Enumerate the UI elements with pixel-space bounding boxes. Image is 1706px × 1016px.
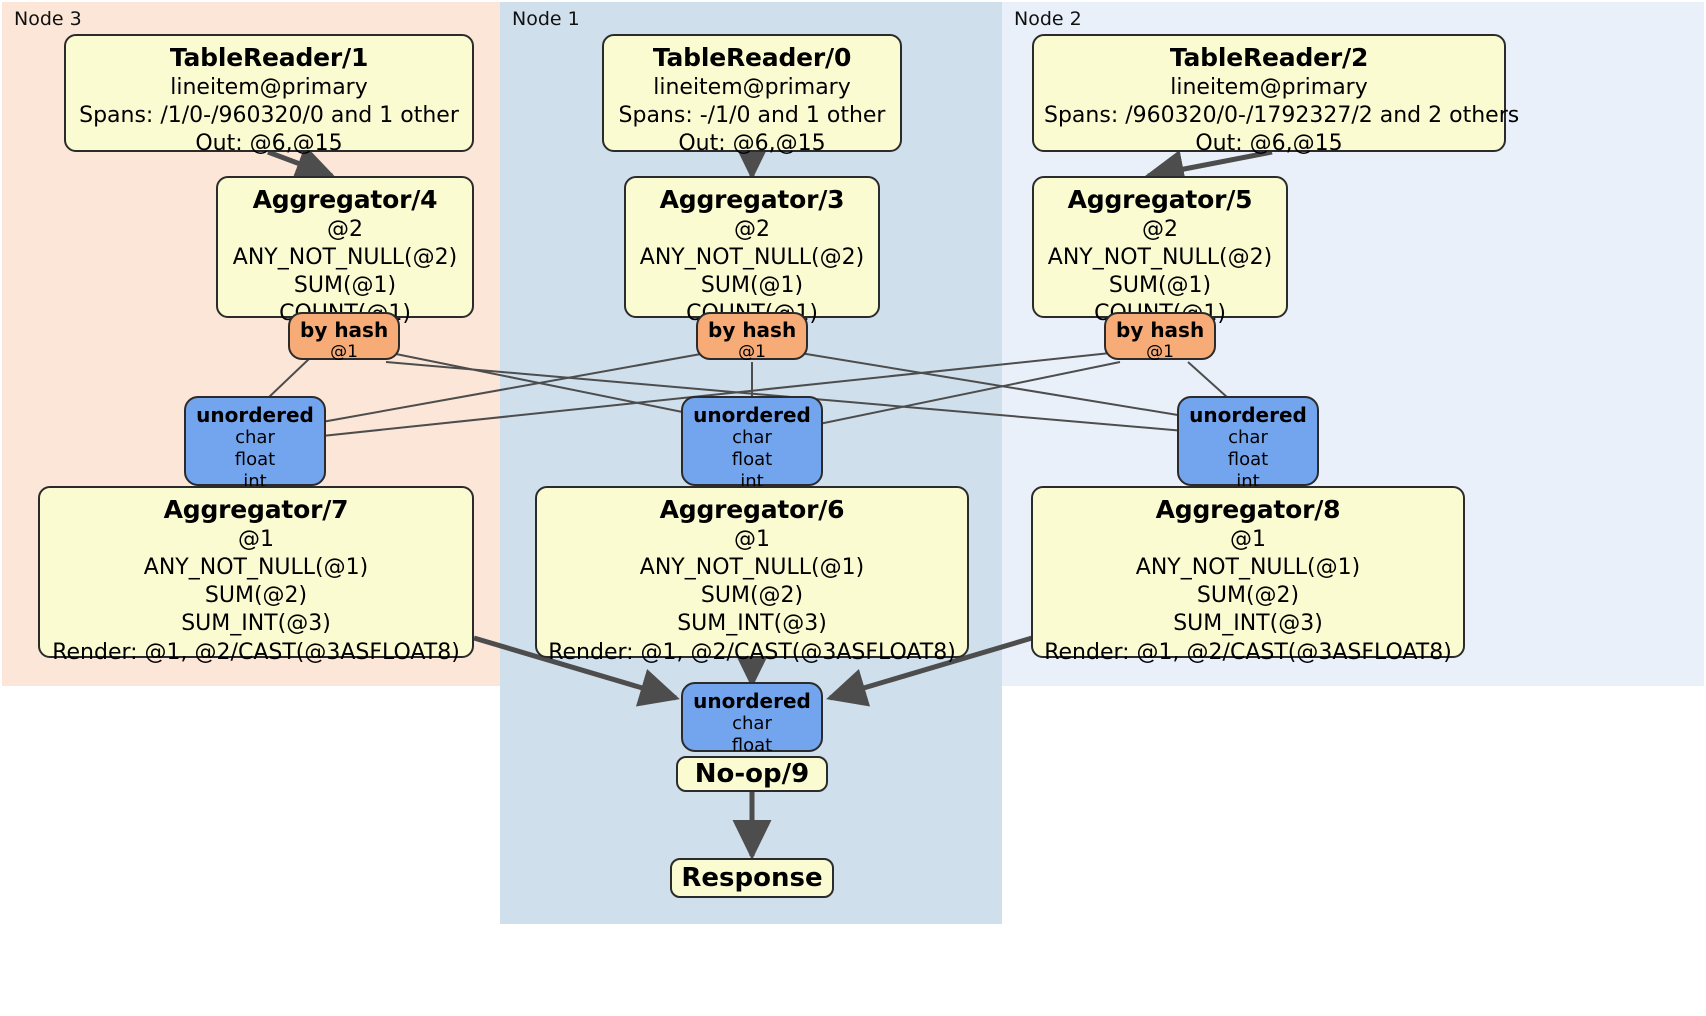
tablereader-1-line-1: Spans: /1/0-/960320/0 and 1 other [79,103,459,129]
tablereader-0-title: TableReader/0 [652,43,852,72]
router-node-3-sub: @1 [330,342,358,362]
processor-aggregator-3[interactable]: Aggregator/3 @2 ANY_NOT_NULL(@2) SUM(@1)… [624,176,880,326]
router-node-2-sub: @1 [1146,342,1174,362]
unordered-node-2-type-1: float [1227,449,1269,471]
aggregator-7-line-0: @1 [238,527,274,552]
panel-node-2-label: Node 2 [1014,8,1082,30]
panel-node-3-label: Node 3 [14,8,82,30]
processor-aggregator-7[interactable]: Aggregator/7 @1 ANY_NOT_NULL(@1) SUM(@2)… [38,486,474,665]
tablereader-1-line-0: lineitem@primary [170,75,368,100]
unordered-node-3-title: unordered [196,403,314,427]
no-op-9-label: No-op/9 [694,759,810,789]
unordered-final-type-0: char [732,713,772,735]
aggregator-8-line-3: SUM_INT(@3) [1173,611,1323,637]
aggregator-6-line-4: Render: @1, @2/CAST(@3ASFLOAT8) [548,639,956,665]
aggregator-7-line-3: SUM_INT(@3) [181,611,331,637]
processor-aggregator-4[interactable]: Aggregator/4 @2 ANY_NOT_NULL(@2) SUM(@1)… [216,176,474,326]
aggregator-8-title: Aggregator/8 [1155,495,1341,524]
aggregator-8-line-0: @1 [1230,527,1266,552]
tablereader-1-title: TableReader/1 [169,43,369,72]
aggregator-7-line-1: ANY_NOT_NULL(@1) [143,555,369,581]
tablereader-2-line-1: Spans: /960320/0-/1792327/2 and 2 others [1044,103,1520,129]
aggregator-3-line-2: SUM(@1) [700,273,804,299]
router-by-hash-node-3[interactable]: by hash @1 [288,312,400,362]
aggregator-7-line-2: SUM(@2) [204,583,308,609]
response-label: Response [681,863,823,893]
aggregator-7-title: Aggregator/7 [163,495,349,524]
aggregator-4-line-0: @2 [327,217,363,242]
aggregator-8-line-1: ANY_NOT_NULL(@1) [1135,555,1361,581]
unordered-node-2-type-0: char [1228,427,1268,449]
processor-tablereader-0[interactable]: TableReader/0 lineitem@primary Spans: -/… [602,34,902,156]
unordered-node-1-type-0: char [732,427,772,449]
tablereader-0-line-1: Spans: -/1/0 and 1 other [618,103,886,129]
aggregator-5-line-2: SUM(@1) [1108,273,1212,299]
tablereader-1-line-2: Out: @6,@15 [195,131,343,157]
aggregator-3-title: Aggregator/3 [659,185,845,214]
processor-aggregator-6[interactable]: Aggregator/6 @1 ANY_NOT_NULL(@1) SUM(@2)… [535,486,969,665]
unordered-final-type-1: float [731,735,773,757]
router-by-hash-node-2[interactable]: by hash @1 [1104,312,1216,362]
aggregator-5-line-1: ANY_NOT_NULL(@2) [1047,245,1273,271]
router-by-hash-node-1[interactable]: by hash @1 [696,312,808,362]
aggregator-5-title: Aggregator/5 [1067,185,1253,214]
aggregator-6-line-3: SUM_INT(@3) [677,611,827,637]
unordered-node-3-type-1: float [234,449,276,471]
unordered-node-3-type-0: char [235,427,275,449]
tablereader-0-line-2: Out: @6,@15 [678,131,826,157]
router-node-1-title: by hash [708,318,797,342]
aggregator-6-line-0: @1 [734,527,770,552]
processor-no-op-9[interactable]: No-op/9 [676,756,828,792]
processor-aggregator-5[interactable]: Aggregator/5 @2 ANY_NOT_NULL(@2) SUM(@1)… [1032,176,1288,326]
response-node[interactable]: Response [670,858,834,898]
tablereader-2-title: TableReader/2 [1169,43,1369,72]
aggregator-6-line-1: ANY_NOT_NULL(@1) [639,555,865,581]
processor-aggregator-8[interactable]: Aggregator/8 @1 ANY_NOT_NULL(@1) SUM(@2)… [1031,486,1465,665]
tablereader-2-line-2: Out: @6,@15 [1195,131,1343,157]
aggregator-3-line-1: ANY_NOT_NULL(@2) [639,245,865,271]
synchronizer-unordered-node-3[interactable]: unordered char float int [184,396,326,492]
processor-tablereader-1[interactable]: TableReader/1 lineitem@primary Spans: /1… [64,34,474,156]
router-node-3-title: by hash [300,318,389,342]
unordered-node-1-type-1: float [731,449,773,471]
aggregator-6-title: Aggregator/6 [659,495,845,524]
aggregator-6-line-2: SUM(@2) [700,583,804,609]
processor-tablereader-2[interactable]: TableReader/2 lineitem@primary Spans: /9… [1032,34,1520,156]
unordered-node-1-title: unordered [693,403,811,427]
aggregator-4-line-1: ANY_NOT_NULL(@2) [232,245,458,271]
aggregator-3-line-0: @2 [734,217,770,242]
unordered-final-title: unordered [693,689,811,713]
router-node-2-title: by hash [1116,318,1205,342]
synchronizer-unordered-final[interactable]: unordered char float [681,682,823,756]
aggregator-8-line-2: SUM(@2) [1196,583,1300,609]
synchronizer-unordered-node-2[interactable]: unordered char float int [1177,396,1319,492]
tablereader-0-line-0: lineitem@primary [653,75,851,100]
aggregator-7-line-4: Render: @1, @2/CAST(@3ASFLOAT8) [52,639,460,665]
aggregator-5-line-0: @2 [1142,217,1178,242]
unordered-node-2-title: unordered [1189,403,1307,427]
tablereader-2-line-0: lineitem@primary [1170,75,1368,100]
aggregator-4-title: Aggregator/4 [252,185,438,214]
panel-node-1-label: Node 1 [512,8,580,30]
aggregator-4-line-2: SUM(@1) [293,273,397,299]
synchronizer-unordered-node-1[interactable]: unordered char float int [681,396,823,492]
router-node-1-sub: @1 [738,342,766,362]
aggregator-8-line-4: Render: @1, @2/CAST(@3ASFLOAT8) [1044,639,1452,665]
